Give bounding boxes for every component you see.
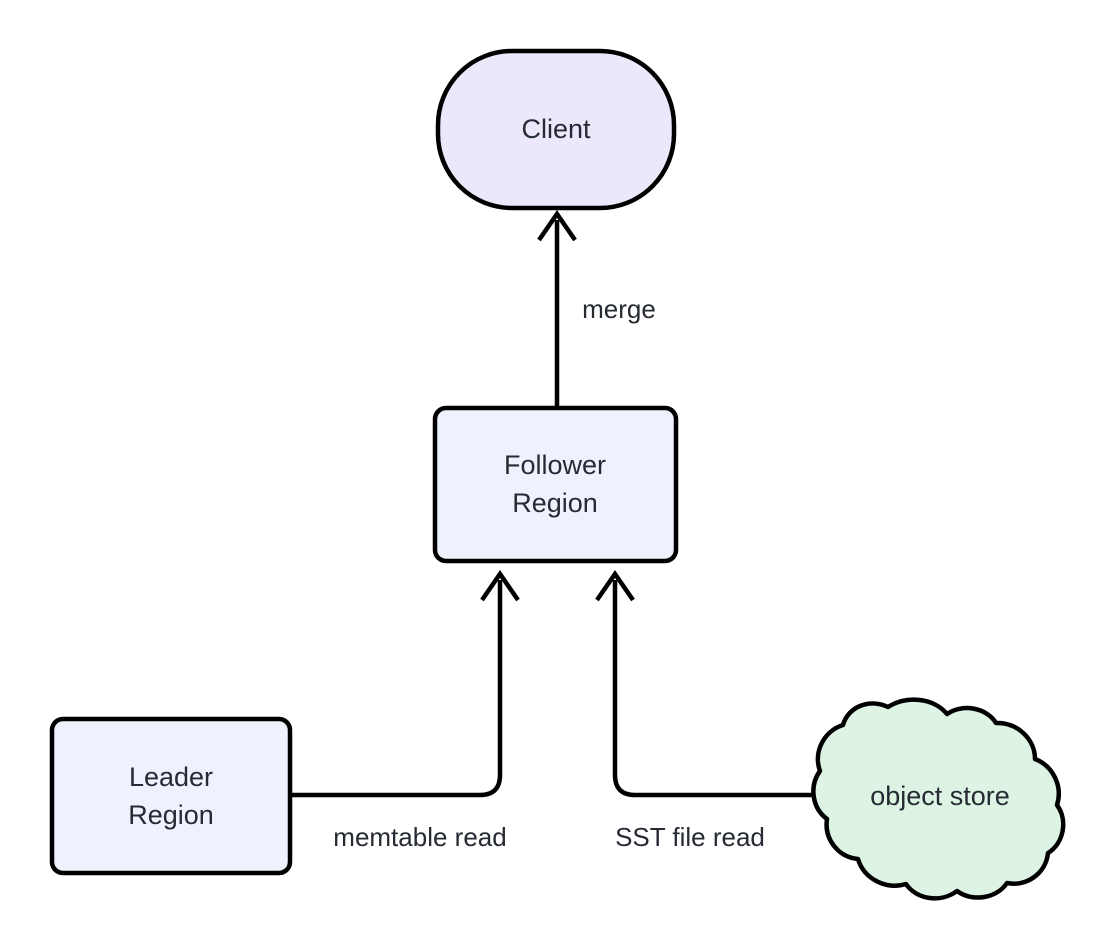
arrowhead-sst-file-read	[595, 570, 635, 602]
follower-region-label-line1: Follower	[504, 450, 606, 480]
leader-region-label-line2: Region	[128, 800, 214, 830]
object-store-cloud-shape	[811, 697, 1066, 901]
node-object-store[interactable]: object store	[811, 697, 1066, 901]
edge-line-sst-file-read	[612, 580, 818, 798]
node-leader-region[interactable]: Leader Region	[49, 716, 293, 876]
arrowhead-merge	[537, 210, 577, 242]
node-client[interactable]: Client	[435, 48, 677, 211]
edge-label-sst-file-read: SST file read	[615, 822, 765, 852]
object-store-label: object store	[870, 781, 1010, 811]
leader-region-shape	[49, 716, 293, 876]
edge-label-merge: merge	[582, 294, 656, 324]
follower-region-shape	[432, 405, 679, 564]
arrowhead-memtable-read	[480, 570, 520, 602]
edge-leader-to-follower[interactable]	[291, 570, 520, 798]
client-label: Client	[521, 114, 591, 144]
client-shape	[435, 48, 677, 211]
edge-line-memtable-read	[291, 580, 503, 798]
edge-objectstore-to-follower[interactable]	[595, 570, 818, 798]
leader-region-label-line1: Leader	[129, 762, 213, 792]
node-follower-region[interactable]: Follower Region	[432, 405, 679, 564]
follower-region-label-line2: Region	[512, 488, 598, 518]
edge-label-memtable-read: memtable read	[333, 822, 506, 852]
